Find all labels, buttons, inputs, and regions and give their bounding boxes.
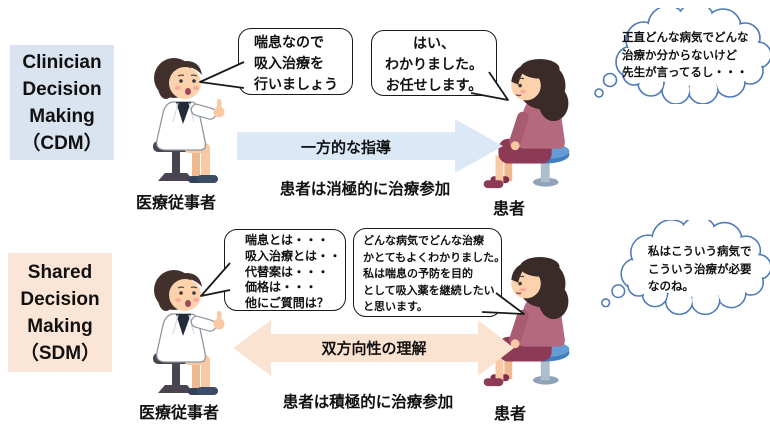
patient-illustration <box>483 58 570 189</box>
sdm-thought-bubble-icon <box>601 220 770 316</box>
sdm-two-way-arrow <box>233 320 514 376</box>
sdm-label-line: （SDM） <box>19 342 101 364</box>
doctor-illustration <box>153 58 225 183</box>
bubble-line: 喘息なので <box>254 34 324 50</box>
cdm-patient-role-label: 患者 <box>492 201 526 218</box>
cdm-label-line: Clinician <box>22 51 102 73</box>
sdm-label-line: Making <box>27 315 93 337</box>
bubble-line: と思います。 <box>363 301 428 314</box>
thought-line: 私はこういう病気で <box>648 246 752 258</box>
cdm-label-line: （CDM） <box>21 132 103 154</box>
bubble-line: として吸入薬を継続したい <box>363 284 495 297</box>
sdm-label-box: Shared Decision Making （SDM） <box>8 253 112 372</box>
cdm-doctor-role-label: 医療従事者 <box>135 195 217 212</box>
sdm-thought-text: 私はこういう病気で こういう治療が必要 なのね。 <box>648 244 752 297</box>
bubble-line: 価格は・・・ <box>245 280 318 295</box>
sdm-label-line: Decision <box>20 288 100 310</box>
sdm-caption: 患者は積極的に治療参加 <box>282 394 454 411</box>
cdm-patient-speech-bubble: はい、 わかりました。 お任せします。 <box>371 30 497 96</box>
bubble-line: 喘息とは・・・ <box>245 233 330 247</box>
cdm-label-box: Clinician Decision Making （CDM） <box>10 45 114 160</box>
cdm-arrow-label: 一方的な指導 <box>300 139 392 157</box>
bubble-line: はい、 <box>413 35 455 51</box>
doctor-illustration <box>153 270 225 395</box>
bubble-line: 他にご質問は？ <box>245 296 329 311</box>
cdm-one-way-arrow <box>237 119 503 173</box>
bubble-line: 私は喘息の予防を目的 <box>363 268 473 281</box>
thought-line: 治療か分からないけど <box>622 49 737 62</box>
bubble-line: かとてもよくわかりました。 <box>363 251 506 264</box>
sdm-patient-speech-bubble: どんな病気でどんな治療 かとてもよくわかりました。 私は喘息の予防を目的 として… <box>353 228 506 317</box>
bubble-line: わかりました。 <box>385 56 483 72</box>
sdm-patient-role-label: 患者 <box>493 406 527 423</box>
sdm-doctor-role-label: 医療従事者 <box>138 405 220 422</box>
thought-line: こういう治療が必要 <box>648 263 752 276</box>
thought-line: 先生が言ってるし・・・ <box>622 67 748 79</box>
thought-line: 正直どんな病気でどんな <box>622 32 749 44</box>
cdm-caption: 患者は消極的に治療参加 <box>279 181 451 198</box>
cdm-label-line: Decision <box>22 78 102 100</box>
bubble-line: どんな病気でどんな治療 <box>363 235 484 247</box>
thought-line: なのね。 <box>648 281 694 293</box>
sdm-arrow-label: 双方向性の理解 <box>321 340 427 358</box>
sdm-label-line: Shared <box>27 261 93 283</box>
patient-illustration <box>483 256 570 387</box>
cdm-label-line: Making <box>29 105 95 127</box>
cdm-thought-bubble-icon <box>594 8 770 104</box>
bubble-line: お任せします。 <box>385 77 483 93</box>
bubble-line: 吸入治療とは・・ <box>245 248 342 263</box>
bubble-line: 代替案は・・・ <box>245 264 330 279</box>
cdm-thought-text: 正直どんな病気でどんな 治療か分からないけど 先生が言ってるし・・・ <box>622 30 749 83</box>
sdm-doctor-speech-bubble: 喘息とは・・・ 吸入治療とは・・ 代替案は・・・ 価格は・・・ 他にご質問は？ <box>224 229 346 311</box>
cdm-doctor-speech-bubble: 喘息なので 吸入治療を 行いましょう <box>238 28 353 95</box>
bubble-line: 行いましょう <box>254 76 338 92</box>
bubble-line: 吸入治療を <box>254 55 324 71</box>
